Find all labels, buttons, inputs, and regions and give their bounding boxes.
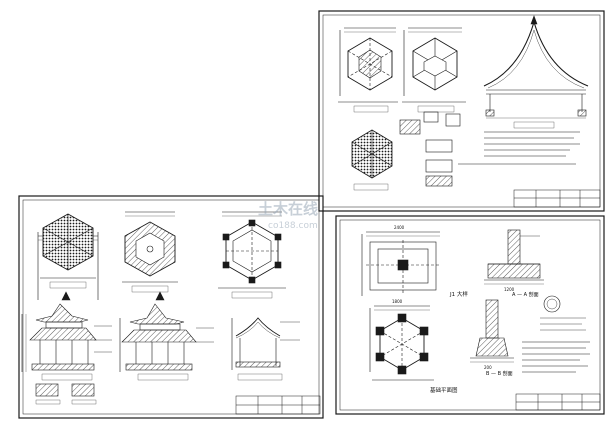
base-details-drawing — [35, 383, 97, 405]
dim-1800-label: 1800 — [392, 299, 403, 304]
roof-plan-drawing — [37, 213, 99, 300]
aa-section-label: A — A 剖面 — [512, 291, 539, 298]
design-notes-text — [458, 131, 580, 165]
ring-detail-drawing — [540, 295, 586, 331]
sheet-frame — [18, 195, 324, 419]
sheet-frame — [335, 215, 605, 415]
section-1-1-drawing — [231, 317, 300, 381]
sheet-frame — [318, 10, 605, 212]
sheet-foundation[interactable]: J1 大样 A — A 剖面 B — B 剖面 基础平面图 2400 1800 … — [335, 215, 605, 415]
title-block-sheet-3 — [515, 393, 601, 411]
column-plan-drawing — [218, 211, 286, 299]
site-watermark: 土木在线 co188.com — [258, 200, 318, 231]
front-elevation-drawing — [21, 291, 112, 381]
rebar-detail-drawing — [351, 129, 393, 191]
dim-2400-label: 2400 — [394, 225, 405, 230]
dim-1200-label: 1200 — [504, 287, 515, 292]
j1-detail-drawing — [361, 231, 440, 296]
bb-section-drawing — [470, 299, 514, 363]
aa-section-drawing — [484, 229, 544, 285]
j1-detail-label: J1 大样 — [449, 290, 468, 298]
bb-section-label: B — B 剖面 — [486, 370, 513, 377]
title-block-sheet-2 — [513, 189, 601, 208]
roof-section-drawing — [483, 15, 589, 129]
roof-framing-plan-2-drawing — [402, 27, 466, 113]
sheet-inner-frame — [339, 219, 601, 411]
sheet-pavilion-plans-elevations[interactable] — [18, 195, 324, 419]
watermark-url: co188.com — [268, 221, 318, 231]
foundation-plan-drawing — [369, 305, 434, 381]
dim-200-label: 200 — [484, 365, 492, 370]
foundation-notes-text — [522, 341, 590, 373]
foundation-plan-label: 基础平面图 — [430, 386, 458, 394]
beam-detail-drawing — [399, 111, 461, 187]
ring-plan-drawing — [122, 211, 178, 293]
sheet-inner-frame — [22, 199, 320, 415]
side-elevation-drawing — [119, 291, 214, 381]
roof-framing-plan-1-drawing — [338, 27, 398, 113]
sheet-roof-structure[interactable] — [318, 10, 605, 212]
sheet-inner-frame — [322, 14, 601, 208]
title-block-sheet-1 — [235, 395, 321, 415]
watermark-text: 土木在线 — [258, 200, 318, 218]
